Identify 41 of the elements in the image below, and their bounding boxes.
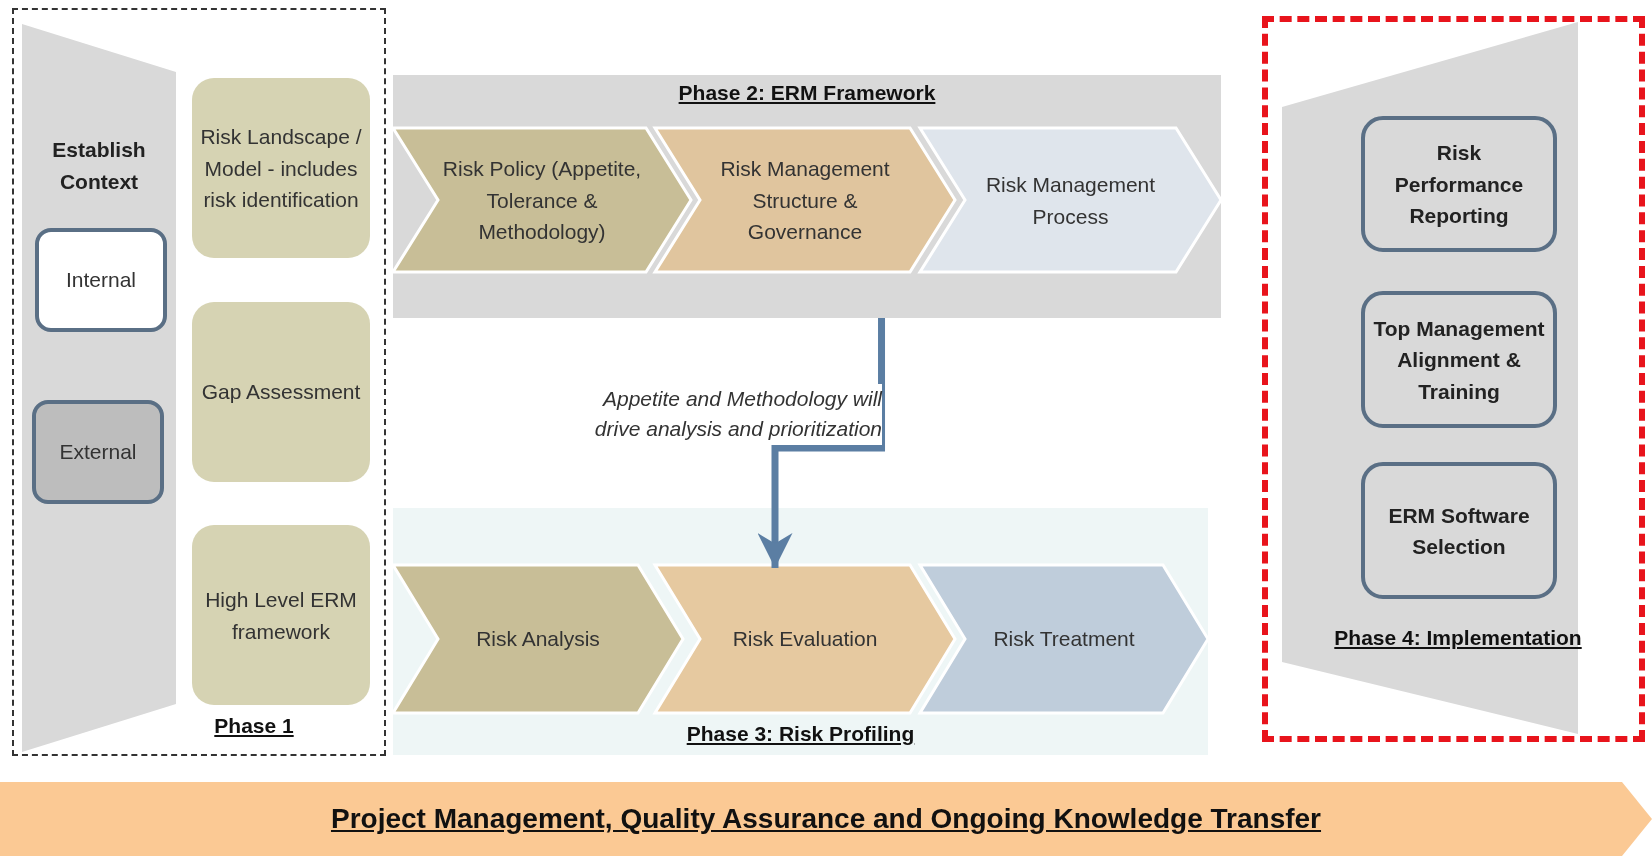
section-heading: Phase 1 [213,713,295,739]
chevron-step [393,128,691,272]
step-label: Risk Treatment [992,626,1136,653]
phase-band [393,508,1208,755]
chevron-step [920,565,1208,713]
phase-band [393,75,1221,318]
step-box [192,525,370,705]
context-box [35,228,167,332]
box-label: Internal [64,267,137,294]
box-label: Top Management Alignment & Training [1373,315,1545,405]
phase-panel [12,8,386,756]
chevron-step [655,128,955,272]
task-box [1361,291,1557,428]
phase-panel [1262,16,1645,742]
step-label: Risk Analysis [475,626,601,653]
chevron-step [920,128,1221,272]
box-label: Gap Assessment [200,379,362,406]
band-label: Establish Context [51,137,147,195]
section-heading: Phase 3: Risk Profiling [685,721,916,747]
section-heading: Phase 4: Implementation [1333,625,1583,651]
task-box [1361,462,1557,599]
step-label: Risk Management Process [984,171,1157,229]
context-box [32,400,164,504]
box-label: High Level ERM framework [204,586,358,644]
step-label: Risk Management Structure & Governance [719,155,891,245]
step-box [192,78,370,258]
task-box [1361,116,1557,252]
context-band [22,24,176,752]
step-label: Risk Policy (Appetite, Tolerance & Methodology) [441,155,643,245]
step-box [192,302,370,482]
arrow [757,318,885,568]
chevron-step [393,565,683,713]
arrow-band [0,782,1652,856]
box-label: Risk Performance Reporting [1393,139,1525,229]
section-heading: Project Management, Quality Assurance and Ongoing Knowledge Transfer [329,802,1323,836]
box-label: Risk Landscape / Model - includes risk identification [200,123,362,213]
box-label: ERM Software Selection [1387,502,1531,560]
section-heading: Phase 2: ERM Framework [677,80,937,106]
box-label: External [58,439,138,466]
step-label: Risk Evaluation [731,626,879,653]
chevron-step [655,565,955,713]
